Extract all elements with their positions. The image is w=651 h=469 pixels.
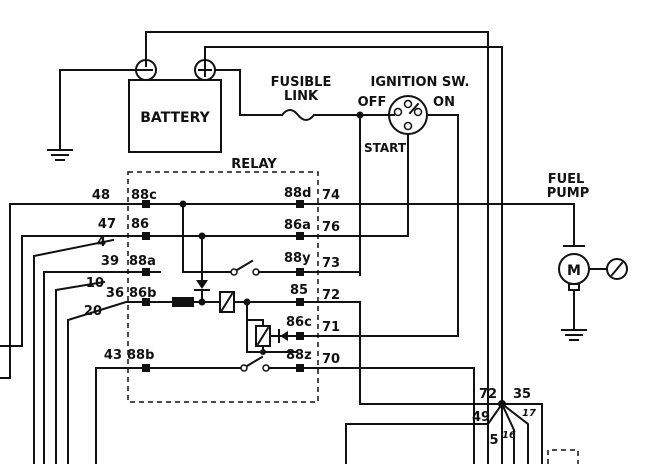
ign-off-label: OFF: [358, 95, 387, 110]
svg-text:85: 85: [290, 283, 308, 298]
svg-text:86c: 86c: [286, 315, 312, 330]
ign-on-label: ON: [433, 95, 455, 110]
svg-text:73: 73: [322, 256, 340, 271]
svg-text:88b: 88b: [127, 348, 154, 363]
relay-right-pin-85: 85 72: [290, 283, 340, 306]
fuel-pump-label-2: PUMP: [547, 186, 590, 201]
relay-right-pin-86c: 86c 71: [286, 315, 340, 340]
svg-text:88d: 88d: [284, 186, 311, 201]
ignition-start-86a-wire: [316, 133, 409, 237]
junction-72: 72: [479, 387, 497, 402]
partial-component-box: [547, 449, 579, 464]
relay-left-wires: [0, 203, 143, 465]
ignition-on-wire: [279, 114, 459, 337]
junction-17: 17: [522, 408, 536, 419]
relay-right-wires: [303, 271, 503, 465]
svg-text:88y: 88y: [284, 251, 311, 266]
junction-49: 49: [472, 410, 490, 425]
svg-text:86: 86: [131, 217, 149, 232]
svg-text:88z: 88z: [286, 348, 312, 363]
relay-right-pin-88y: 88y 73: [284, 251, 340, 276]
relay-left-pin-88b: 43 88b: [104, 348, 154, 372]
svg-text:71: 71: [322, 320, 340, 335]
svg-text:48: 48: [92, 188, 110, 203]
svg-text:39: 39: [101, 254, 119, 269]
junction-node: [345, 400, 543, 465]
junction-35: 35: [513, 387, 531, 402]
fuel-pump: M: [558, 203, 628, 341]
ignition-switch: [388, 95, 428, 135]
motor-label: M: [567, 263, 581, 279]
relay-internal-wiring: [149, 200, 575, 372]
svg-text:88c: 88c: [131, 188, 157, 203]
svg-text:86a: 86a: [284, 218, 311, 233]
relay-box: [127, 171, 319, 403]
ign-start-label: START: [364, 141, 407, 155]
svg-text:74: 74: [322, 188, 340, 203]
battery-ground-wire: [47, 69, 147, 161]
battery-label: BATTERY: [140, 110, 210, 126]
fusible-label-2: LINK: [284, 89, 319, 104]
fuel-pump-label-1: FUEL: [548, 172, 585, 187]
fusible-label-1: FUSIBLE: [271, 75, 332, 90]
svg-text:36: 36: [106, 286, 124, 301]
feed-wire-fusible-link: [214, 69, 395, 121]
svg-text:88a: 88a: [129, 254, 156, 269]
relay-left-pin-86: 47 86: [98, 217, 150, 240]
relay-left-pin-88c: 48 88c: [92, 188, 157, 208]
battery-positive-loop-wire: [204, 46, 503, 465]
battery-negative-loop-wire: [145, 31, 489, 465]
svg-text:72: 72: [322, 288, 340, 303]
battery: BATTERY: [128, 59, 222, 153]
svg-text:47: 47: [98, 217, 116, 232]
ignition-title: IGNITION SW.: [371, 75, 470, 90]
junction-5: 5: [489, 433, 498, 448]
junction-16: 16: [502, 430, 516, 441]
svg-text:76: 76: [322, 220, 340, 235]
svg-text:70: 70: [322, 352, 340, 367]
relay-left-pin-86b: 36 86b: [106, 286, 156, 306]
relay-left-pin-88a: 39 88a: [101, 254, 156, 276]
svg-text:86b: 86b: [129, 286, 156, 301]
svg-text:43: 43: [104, 348, 122, 363]
relay-title: RELAY: [231, 157, 277, 172]
